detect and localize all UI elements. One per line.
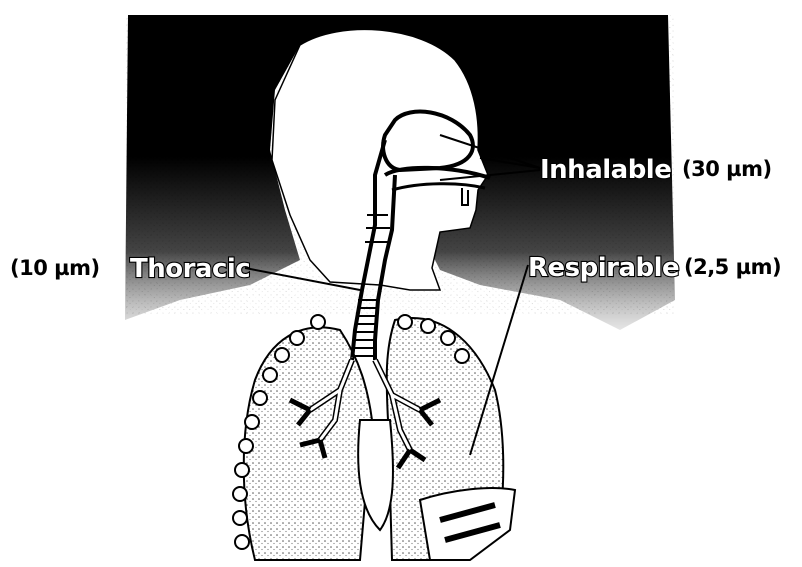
inhalable-name: Inhalable (540, 155, 671, 185)
thoracic-name: Thoracic (130, 254, 250, 284)
label-thoracic: (10 µm) Thoracic (10, 254, 250, 284)
respirable-size: (2,5 µm) (684, 255, 781, 279)
thoracic-size: (10 µm) (10, 256, 100, 280)
respirable-name: Respirable (528, 253, 679, 283)
inhalable-size: (30 µm) (682, 157, 772, 181)
label-respirable: Respirable (2,5 µm) (528, 253, 781, 283)
label-inhalable: Inhalable (30 µm) (540, 155, 772, 185)
